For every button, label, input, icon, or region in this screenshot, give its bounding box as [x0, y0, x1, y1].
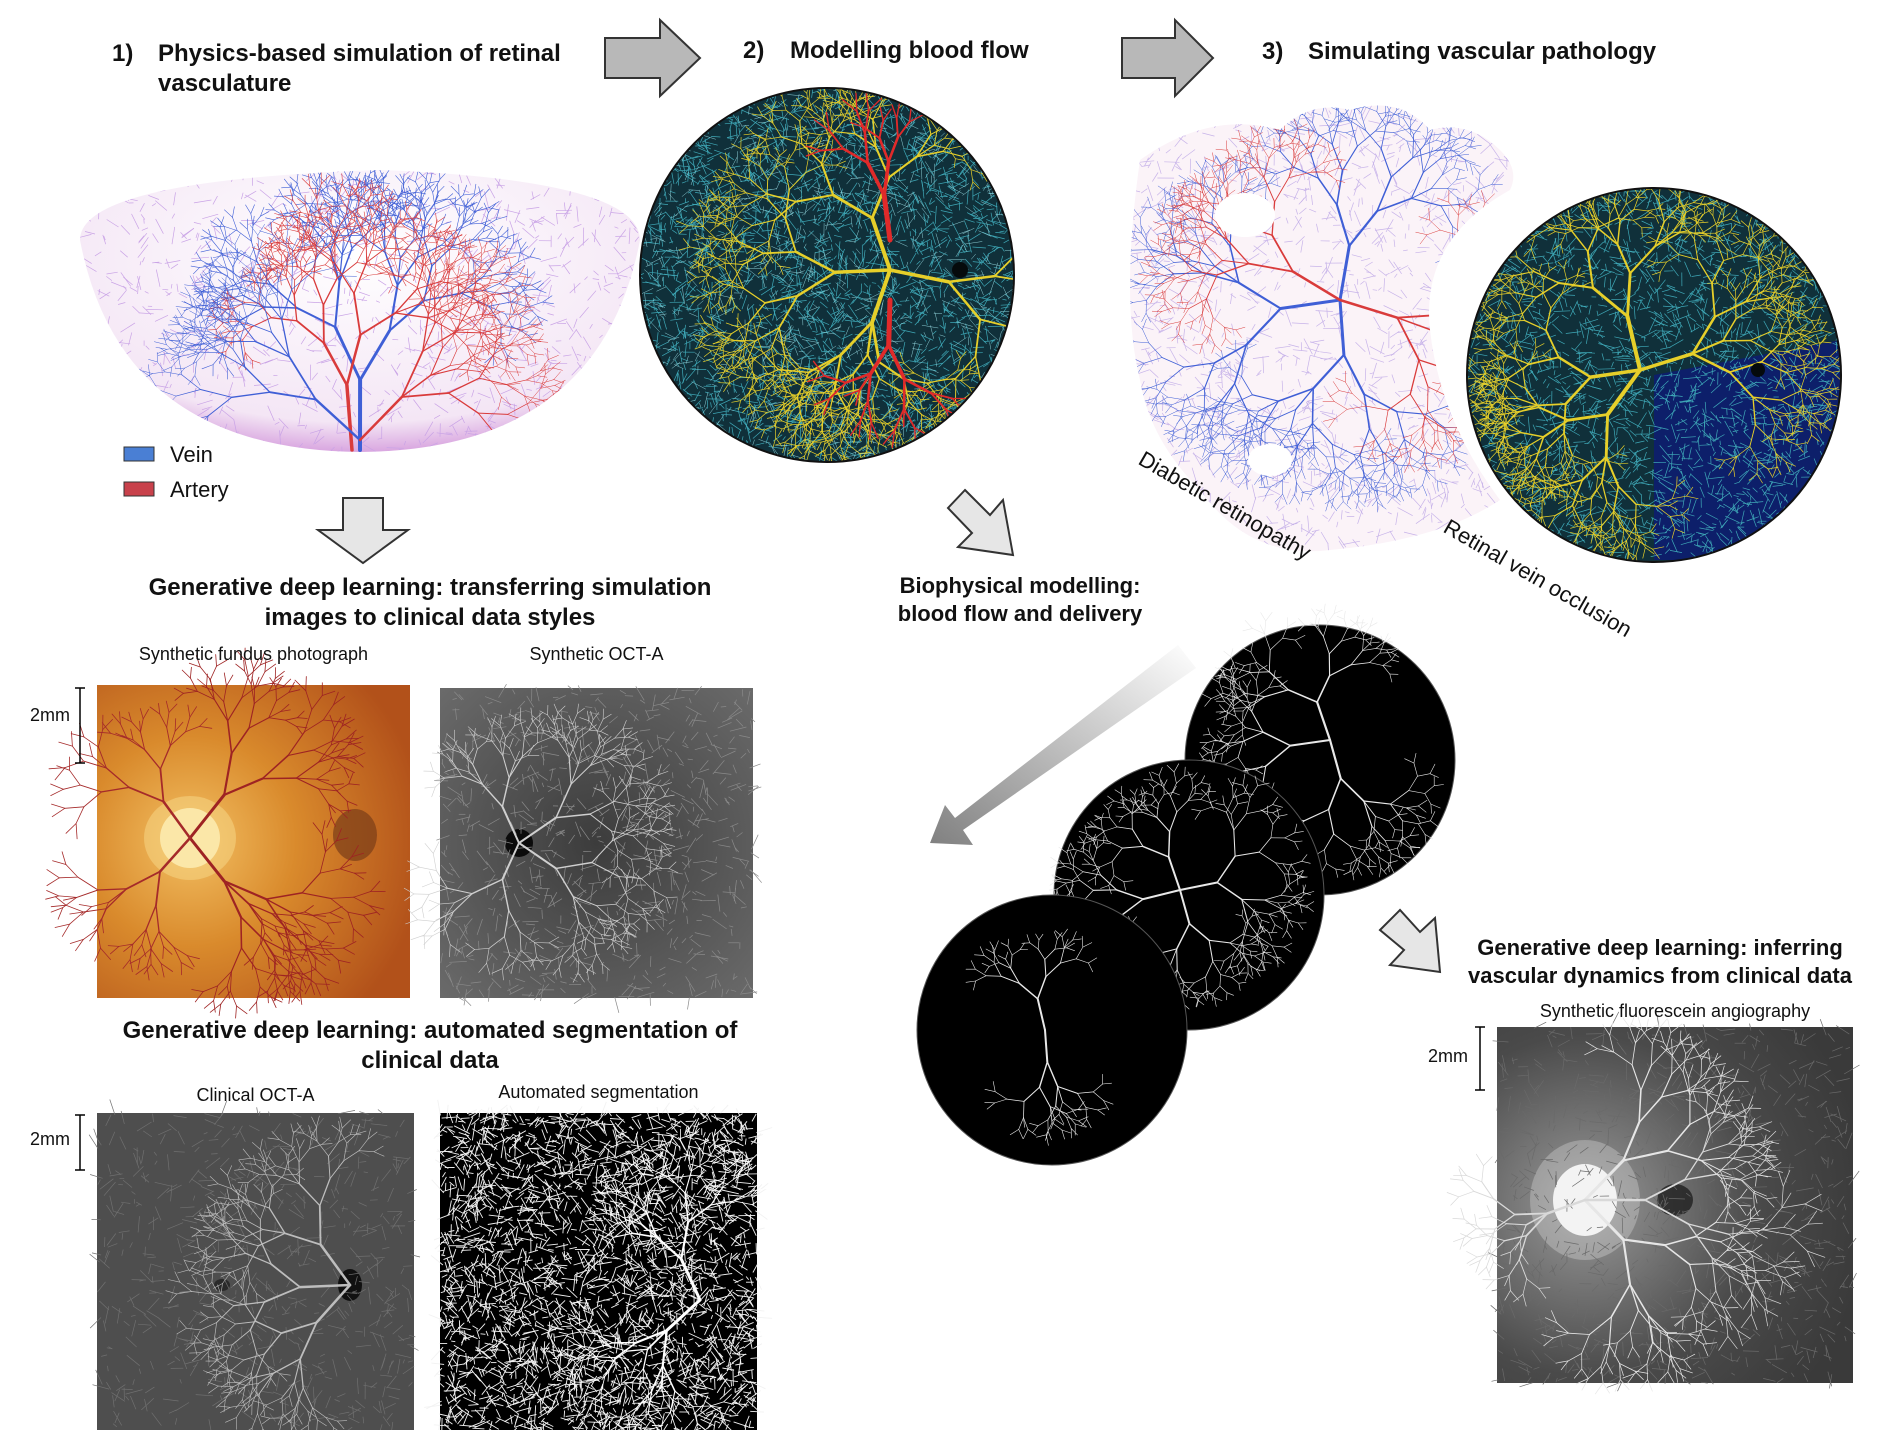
step1-title-line2: vasculature [158, 69, 291, 99]
biophysical-title-line2: blood flow and delivery [860, 599, 1180, 629]
step1-title-line1: Physics-based simulation of retinal [158, 39, 561, 69]
clinical-octa-image [89, 1100, 420, 1430]
gdl-transfer-title-line2: images to clinical data styles [80, 603, 780, 633]
scale-bar-clinical [75, 1115, 85, 1170]
blood-flow-disk [628, 67, 1119, 474]
synthetic-fa-caption: Synthetic fluorescein angiography [1497, 1000, 1853, 1022]
step3-title: Simulating vascular pathology [1308, 37, 1656, 67]
synthetic-fundus-caption: Synthetic fundus photograph [97, 643, 410, 665]
arrow-step1-to-step2 [605, 20, 700, 96]
arrow-to-biophysical [948, 490, 1013, 555]
synthetic-fa-image [1447, 1012, 1859, 1394]
arrow-to-inferring [1380, 910, 1440, 972]
clinical-octa-caption: Clinical OCT-A [97, 1084, 414, 1106]
arrow-step2-to-step3 [1122, 20, 1213, 96]
legend-artery-swatch [124, 482, 154, 496]
scale-label-fundus: 2mm [30, 704, 70, 726]
biophysical-title-line1: Biophysical modelling: [860, 571, 1180, 601]
step2-number: 2) [743, 36, 764, 66]
scale-label-clinical: 2mm [30, 1128, 70, 1150]
retinal-vein-occlusion-disk [1455, 162, 1853, 574]
gdl-transfer-title-line1: Generative deep learning: transferring s… [80, 573, 780, 603]
step3-number: 3) [1262, 37, 1283, 67]
synthetic-octa-image [404, 684, 762, 1013]
legend-vein-swatch [124, 447, 154, 461]
gdl-inferring-title-line2: vascular dynamics from clinical data [1440, 961, 1880, 991]
legend-artery-label: Artery [170, 477, 229, 503]
automated-segmentation-caption: Automated segmentation [440, 1081, 757, 1103]
synthetic-octa-caption: Synthetic OCT-A [440, 643, 753, 665]
gdl-segmentation-title-line1: Generative deep learning: automated segm… [80, 1016, 780, 1046]
synthetic-fundus-image [46, 648, 410, 1018]
scale-bar-fa [1475, 1027, 1485, 1090]
arrow-step1-down [318, 498, 408, 563]
scale-label-fa: 2mm [1428, 1045, 1468, 1067]
automated-segmentation-image [424, 1100, 778, 1430]
step2-title: Modelling blood flow [790, 36, 1029, 66]
gdl-segmentation-title-line2: clinical data [80, 1046, 780, 1076]
step1-number: 1) [112, 39, 133, 69]
legend-vein-label: Vein [170, 442, 213, 468]
simulated-vasculature-bowl [74, 155, 647, 501]
gdl-inferring-title-line1: Generative deep learning: inferring [1440, 933, 1880, 963]
flow-delivery-disk-front [917, 895, 1187, 1165]
